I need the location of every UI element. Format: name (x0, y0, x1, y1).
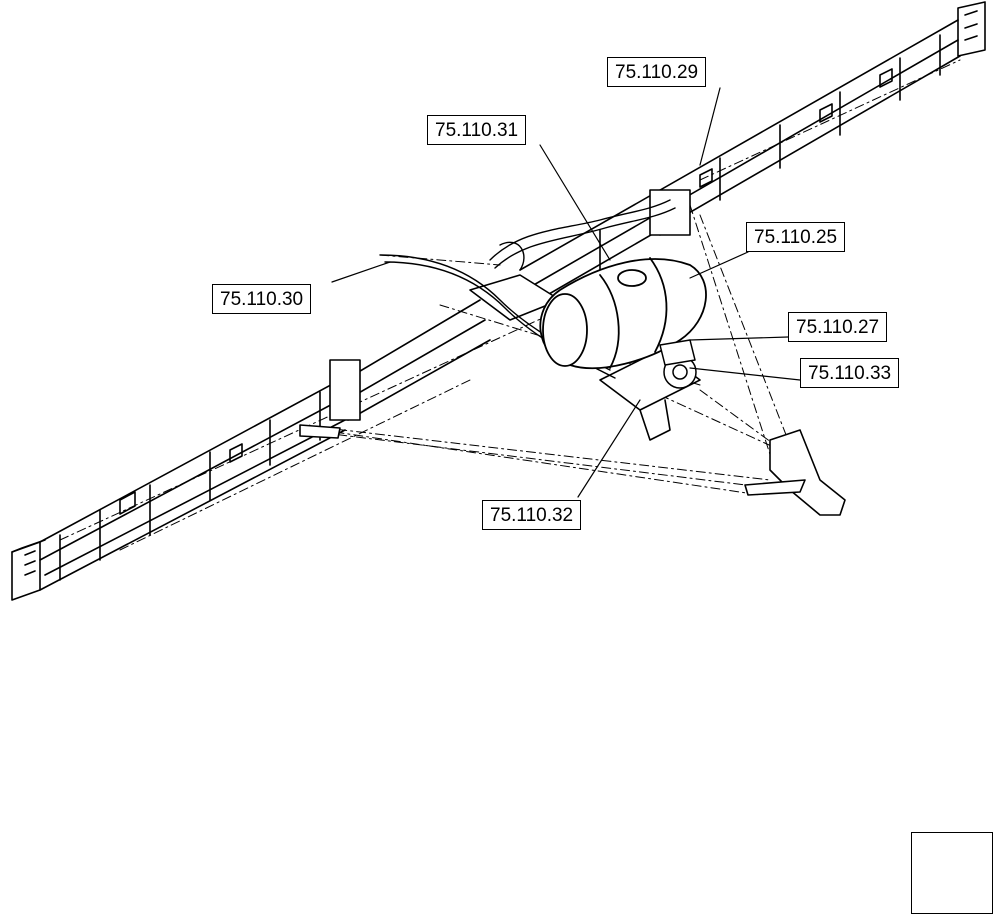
tank (539, 257, 707, 369)
pump (659, 339, 697, 389)
callout-75-110-27[interactable]: 75.110.27 (788, 312, 888, 342)
leader-lines (331, 87, 801, 498)
callout-75-110-33[interactable]: 75.110.33 (800, 358, 900, 388)
callout-75-110-25[interactable]: 75.110.25 (746, 222, 846, 252)
left-boom (11, 299, 491, 601)
callout-75-110-32[interactable]: 75.110.32 (482, 500, 582, 530)
callout-75-110-31[interactable]: 75.110.31 (427, 115, 527, 145)
callout-75-110-30[interactable]: 75.110.30 (212, 284, 312, 314)
right-boom (519, 1, 986, 306)
callout-75-110-29[interactable]: 75.110.29 (607, 57, 707, 87)
next-page-button[interactable] (911, 832, 993, 914)
